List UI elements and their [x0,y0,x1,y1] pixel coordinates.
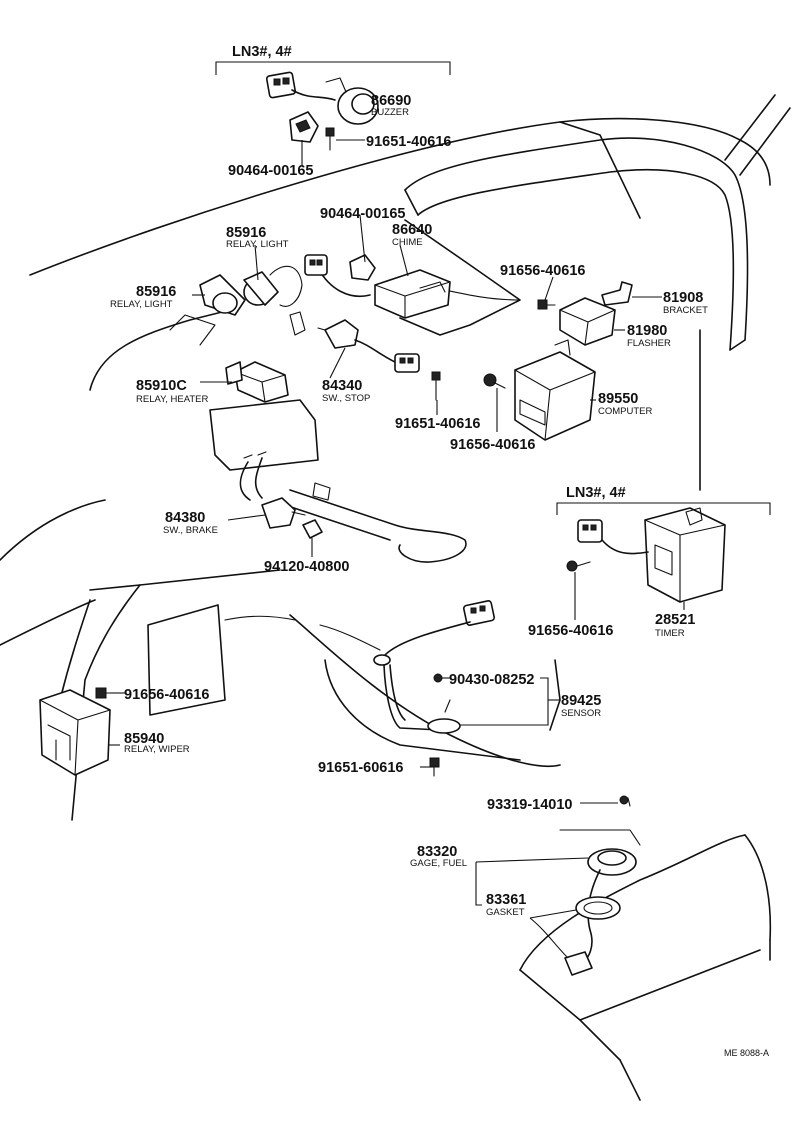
bolt-91651-a [325,127,335,151]
label-85916-b-name: RELAY, LIGHT [110,299,173,310]
sensor-assembly [373,600,496,734]
label-83320-no: 83320 [417,844,457,860]
label-81908-no: 81908 [663,290,703,306]
bolt-91656-a [537,299,556,310]
label-91656-40616-b: 91656-40616 [450,437,535,453]
label-91656-40616-a: 91656-40616 [500,263,585,279]
screw-90430 [433,673,443,683]
buzzer-assembly [265,71,379,125]
label-90464-00165-a: 90464-00165 [228,163,313,179]
group-bracket-top: LN3#, 4# [215,44,451,75]
group-label-top: LN3#, 4# [232,44,292,60]
fuel-gage-assembly [564,795,637,976]
label-83361-name: GASKET [486,907,525,918]
label-85940-no: 85940 [124,731,164,747]
wiper-relay-assembly [39,689,111,776]
label-81980-name: FLASHER [627,338,671,349]
heater-relay-assembly [225,361,289,403]
label-91656-40616-d: 91656-40616 [124,687,209,703]
label-89425-name: SENSOR [561,708,601,719]
relay-light-assembly [199,265,306,336]
label-85916-a-no: 85916 [226,225,266,241]
label-84340-no: 84340 [322,378,362,394]
label-85910C-name: RELAY, HEATER [136,394,208,405]
label-90464-00165-b: 90464-00165 [320,206,405,222]
label-81980-no: 81980 [627,323,667,339]
group-bracket-right: LN3#, 4# [556,485,771,515]
label-86640-no: 86640 [392,222,432,238]
clip-90464-a [289,111,319,143]
label-91656-40616-c: 91656-40616 [528,623,613,639]
label-90430-08252: 90430-08252 [449,672,534,688]
label-89550-no: 89550 [598,391,638,407]
label-81908-name: BRACKET [663,305,708,316]
bolt-91651-60616 [429,757,440,777]
label-84380-no: 84380 [165,510,205,526]
leader-lines [108,139,685,959]
computer-assembly [514,339,596,441]
timer-assembly [577,507,726,603]
label-85940-name: RELAY, WIPER [124,744,190,755]
label-91651-40616-a: 91651-40616 [366,134,451,150]
chime-assembly [304,254,451,319]
bolt-91656-c [566,560,591,572]
label-28521-no: 28521 [655,612,695,628]
label-28521-name: TIMER [655,628,685,639]
group-label-right: LN3#, 4# [566,485,626,501]
label-85916-a-name: RELAY, LIGHT [226,239,289,250]
label-93319-14010: 93319-14010 [487,797,572,813]
bolt-91651-b [431,371,441,401]
label-89425-no: 89425 [561,693,601,709]
label-83361-no: 83361 [486,892,526,908]
label-84380-name: SW., BRAKE [163,525,218,536]
bolt-91656-b [483,373,506,389]
label-94120-40800: 94120-40800 [264,559,349,575]
label-86690-name: BUZZER [371,107,409,118]
part-labels: 86690 BUZZER 91651-40616 90464-00165 904… [110,93,769,1058]
label-89550-name: COMPUTER [598,406,653,417]
reference-code: ME 8088-A [724,1048,769,1058]
bracket-81908 [601,281,633,306]
label-86640-name: CHIME [392,237,423,248]
label-85916-b-no: 85916 [136,284,176,300]
label-91651-60616: 91651-60616 [318,760,403,776]
stop-switch-assembly [317,319,420,373]
flasher-assembly [559,297,616,346]
label-84340-name: SW., STOP [322,393,370,404]
label-86690-no: 86690 [371,93,411,109]
label-85910C-no: 85910C [136,378,187,394]
label-91651-40616-b: 91651-40616 [395,416,480,432]
brake-switch-assembly [239,451,323,539]
label-83320-name: GAGE, FUEL [410,858,467,869]
